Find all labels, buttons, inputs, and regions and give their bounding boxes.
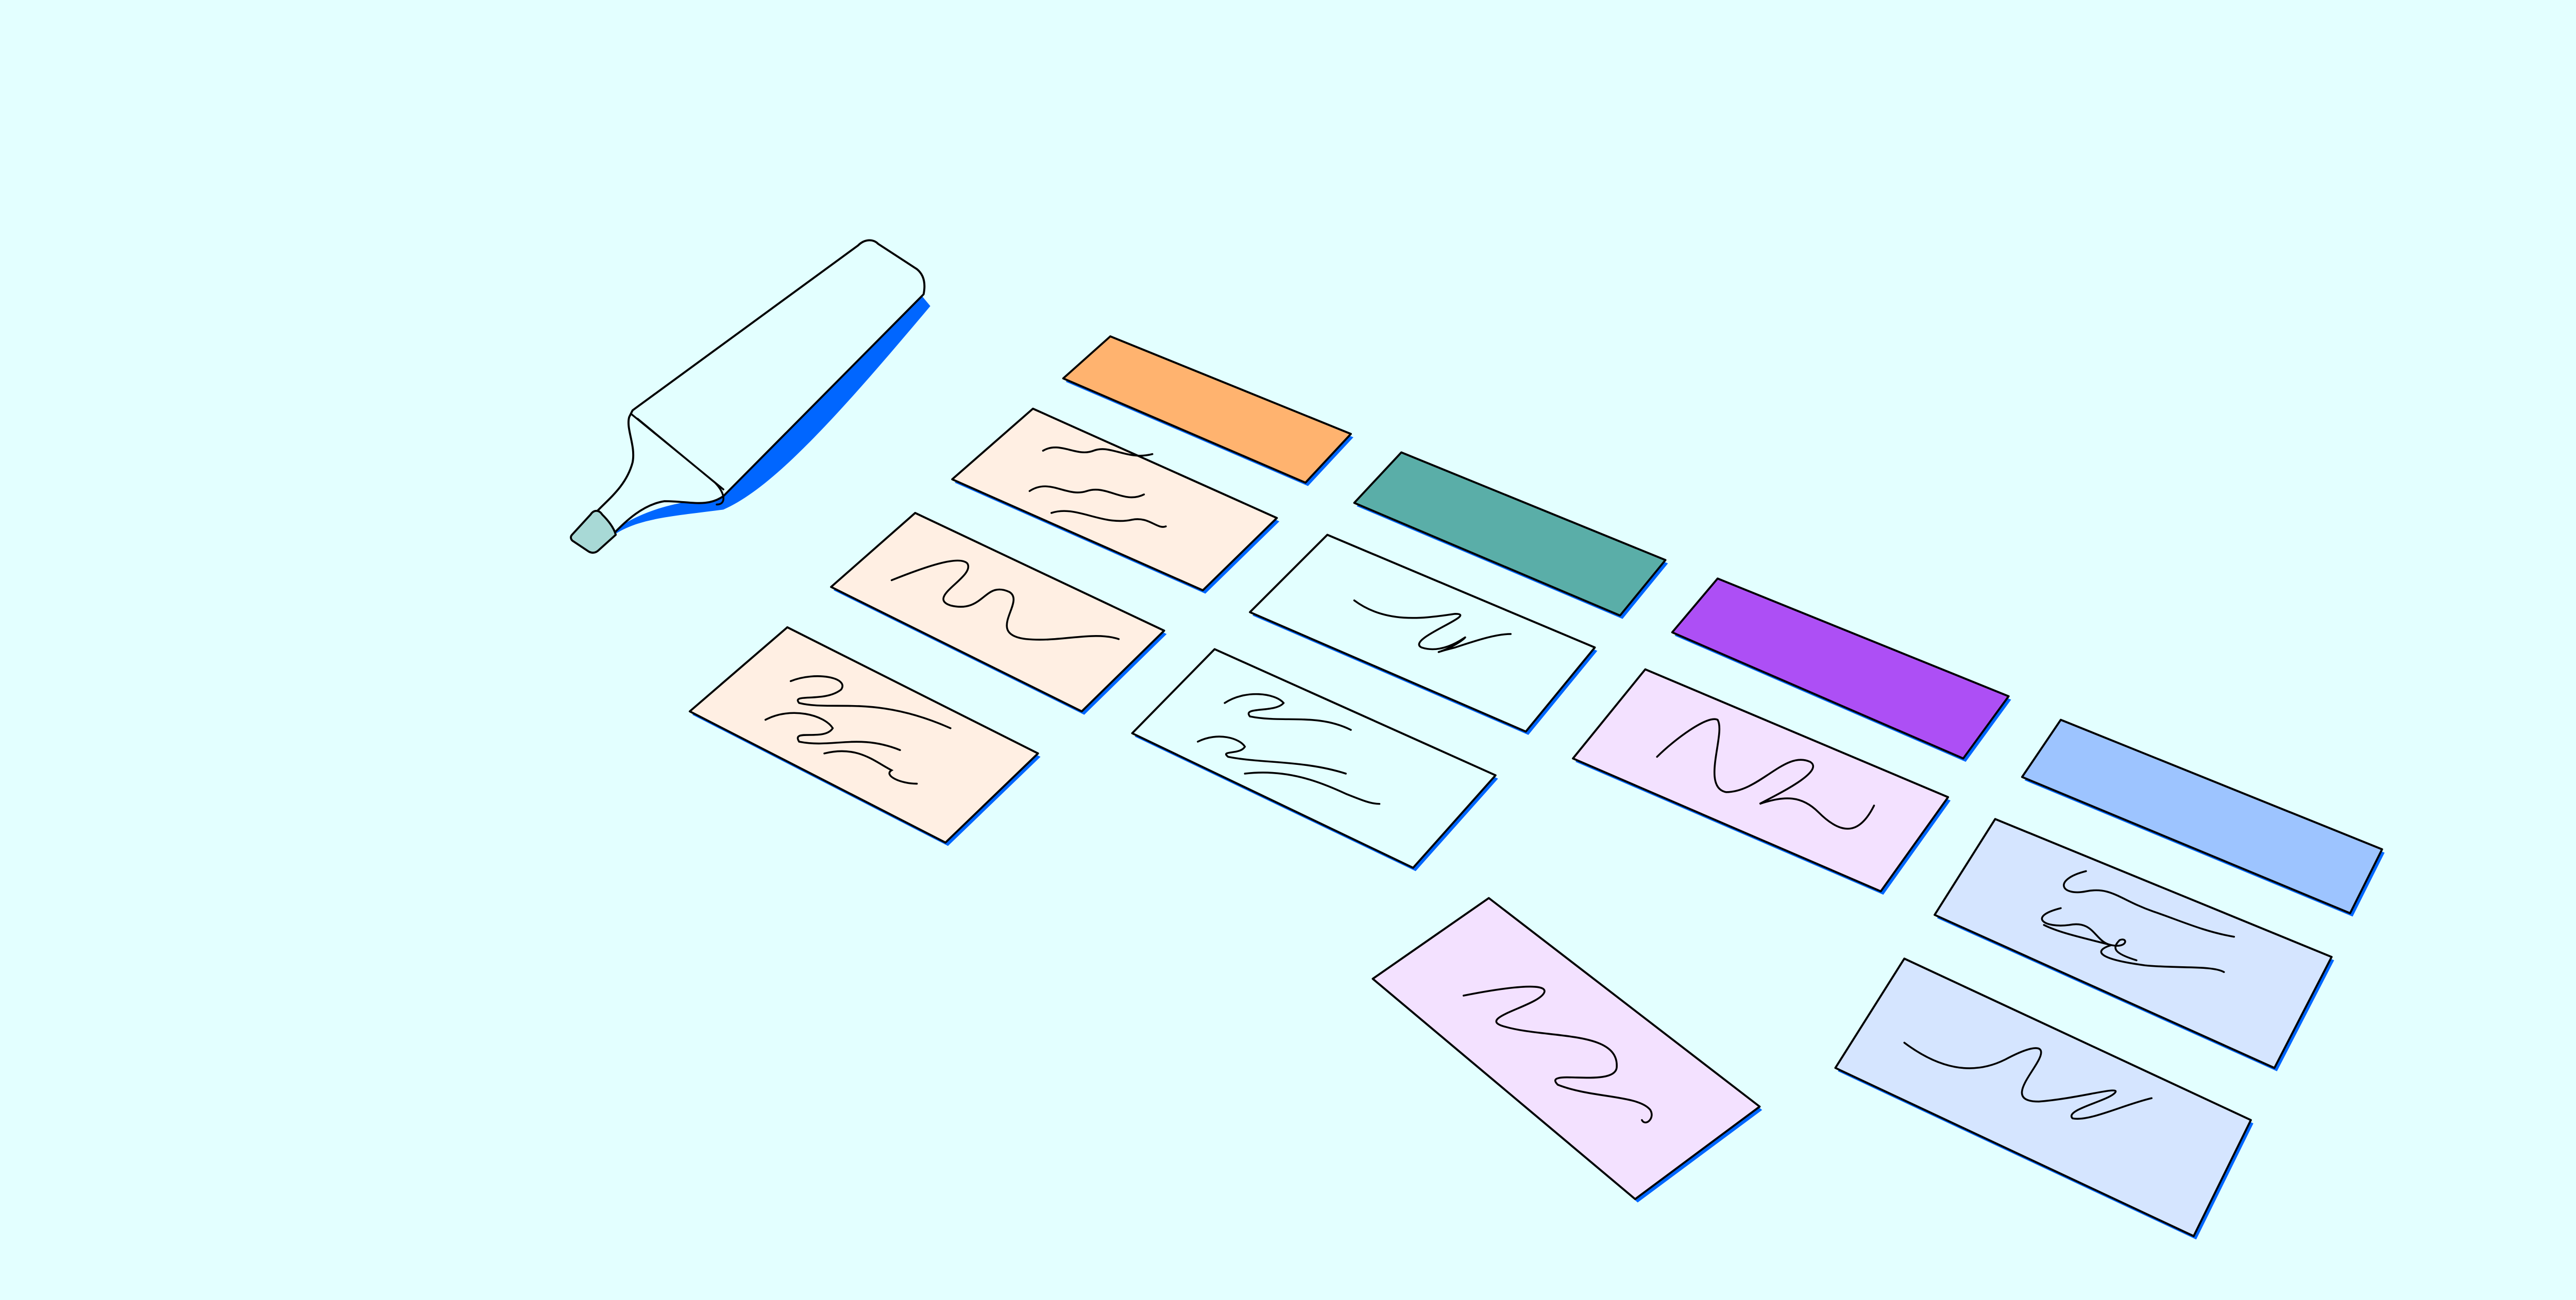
card-face	[1671, 577, 2010, 760]
lavender-card-big	[1371, 897, 1762, 1203]
card-face	[1353, 451, 1667, 617]
card-face	[1934, 818, 2333, 1069]
marker-cap-ridge	[630, 413, 724, 506]
card-face	[951, 407, 1278, 592]
light-blue-card-1	[1934, 818, 2334, 1071]
peach-card-3	[688, 626, 1041, 846]
purple-strip	[1671, 577, 2011, 762]
marker	[570, 239, 930, 554]
orange-strip	[1062, 335, 1353, 486]
scribble-line	[1197, 735, 1347, 775]
scribble-line	[1028, 485, 1145, 499]
marker-body	[592, 239, 926, 535]
peach-card-2	[830, 511, 1167, 715]
card-face	[1131, 648, 1497, 869]
scribble-line	[1903, 1041, 2153, 1120]
scribble-line	[823, 750, 918, 785]
lavender-card-1	[1572, 668, 1951, 895]
card-face	[1062, 335, 1352, 484]
scribble-line	[2063, 870, 2235, 938]
scribble-line	[789, 675, 952, 729]
scribble-line	[1656, 718, 1875, 830]
card-face	[1249, 534, 1596, 733]
scribble-line	[2041, 907, 2138, 962]
blue-strip	[2021, 719, 2385, 917]
scribble-line	[1353, 599, 1512, 653]
card-face	[830, 511, 1165, 713]
scribble-line	[764, 712, 901, 751]
scribble-line	[890, 559, 1120, 641]
card-face	[2021, 719, 2383, 914]
cyan-card-1	[1249, 534, 1598, 735]
scribble-line	[1224, 693, 1352, 731]
teal-strip	[1353, 451, 1668, 619]
card-face	[688, 626, 1039, 844]
scribble-line	[1042, 446, 1154, 457]
card-face	[1371, 897, 1761, 1201]
marker-tip	[570, 509, 617, 554]
scribble-line	[1050, 510, 1167, 528]
peach-card-1	[951, 407, 1280, 594]
light-blue-card-2	[1834, 957, 2253, 1240]
card-face	[1834, 957, 2252, 1237]
scribble-line	[2043, 924, 2225, 973]
scribble-line	[1463, 985, 1653, 1124]
scribble-line	[1244, 772, 1381, 805]
cyan-card-2	[1131, 648, 1498, 871]
